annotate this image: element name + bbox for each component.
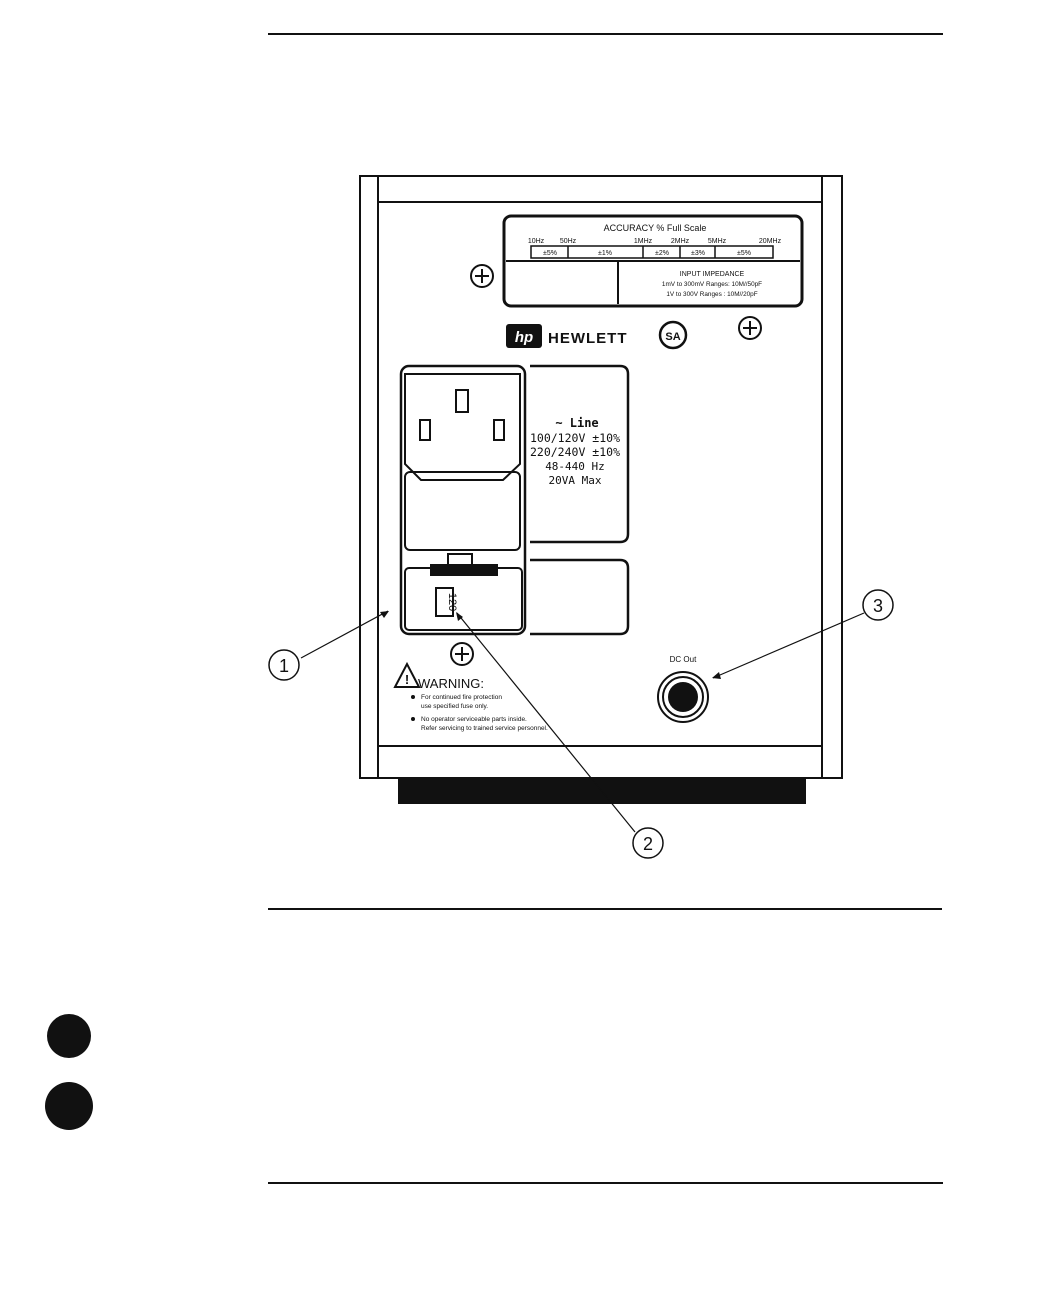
accuracy-value-1: ±5% bbox=[543, 250, 557, 257]
freq-5mhz: 5MHz bbox=[708, 238, 727, 245]
power-line-1: 100/120V ±10% bbox=[530, 431, 620, 445]
svg-text:SA: SA bbox=[665, 331, 680, 343]
warning-bullet-2b: Refer servicing to trained service perso… bbox=[421, 725, 548, 732]
power-line-3: 48-440 Hz bbox=[545, 460, 605, 473]
callout-3: 3 bbox=[862, 589, 894, 621]
spec-plate bbox=[502, 214, 804, 308]
power-label-box bbox=[530, 364, 630, 544]
screw-icon bbox=[450, 642, 474, 666]
impedance-title: INPUT IMPEDANCE bbox=[680, 271, 745, 278]
hp-logo-icon bbox=[506, 324, 542, 348]
freq-50hz: 50Hz bbox=[560, 238, 577, 245]
power-entry-module bbox=[399, 364, 527, 636]
warning-triangle-icon: ! bbox=[393, 661, 421, 688]
binder-hole-icon bbox=[45, 1082, 93, 1130]
bullet-icon bbox=[411, 717, 415, 721]
bottom-rule bbox=[268, 1182, 943, 1184]
accuracy-value-2: ±1% bbox=[598, 250, 612, 257]
accuracy-value-5: ±5% bbox=[737, 250, 751, 257]
voltage-selector-value: 120 bbox=[446, 593, 458, 611]
callout-3-label: 3 bbox=[873, 596, 883, 616]
warning-bullet-1b: use specified fuse only. bbox=[421, 703, 488, 710]
callout-1: 1 bbox=[268, 649, 300, 681]
arrowhead-icons bbox=[380, 611, 721, 679]
hp-logo-mark: hp bbox=[515, 329, 533, 346]
callout-2-label: 2 bbox=[643, 834, 653, 854]
warning-bullet-2a: No operator serviceable parts inside. bbox=[421, 716, 527, 723]
accuracy-value-3: ±2% bbox=[655, 250, 669, 257]
impedance-line-1: 1mV to 300mV Ranges: 10M//50pF bbox=[662, 281, 762, 288]
freq-2mhz: 2MHz bbox=[671, 238, 690, 245]
dc-out-jack-icon bbox=[657, 671, 709, 723]
svg-text:!: ! bbox=[405, 672, 409, 687]
freq-10hz: 10Hz bbox=[528, 238, 545, 245]
warning-title: WARNING: bbox=[418, 676, 484, 691]
freq-20mhz: 20MHz bbox=[759, 238, 782, 245]
voltage-selector-window bbox=[435, 587, 454, 617]
dc-out-label: DC Out bbox=[670, 655, 697, 664]
impedance-line-2: 1V to 300V Ranges : 10M//20pF bbox=[666, 291, 757, 298]
csa-mark-icon: SA bbox=[658, 320, 688, 350]
power-line-4: 20VA Max bbox=[549, 474, 602, 487]
fuse-drawer-latch bbox=[430, 564, 498, 576]
blank-label-box bbox=[530, 558, 630, 636]
power-line-2: 220/240V ±10% bbox=[530, 445, 620, 459]
callout-leaders bbox=[300, 610, 865, 833]
power-line-0: ~ Line bbox=[555, 416, 598, 430]
screw-icon bbox=[470, 264, 494, 288]
callout-2: 2 bbox=[632, 827, 664, 859]
accuracy-title: ACCURACY % Full Scale bbox=[604, 223, 707, 233]
callout-1-label: 1 bbox=[279, 656, 289, 676]
binder-hole-icon bbox=[47, 1014, 91, 1058]
middle-rule bbox=[268, 908, 942, 910]
top-rule bbox=[268, 33, 943, 35]
bullet-icon bbox=[411, 695, 415, 699]
accuracy-value-4: ±3% bbox=[691, 250, 705, 257]
screw-icon bbox=[738, 316, 762, 340]
freq-1mhz: 1MHz bbox=[634, 238, 653, 245]
warning-bullet-1a: For continued fire protection bbox=[421, 694, 502, 701]
hp-logo-text: HEWLETT bbox=[548, 330, 628, 347]
